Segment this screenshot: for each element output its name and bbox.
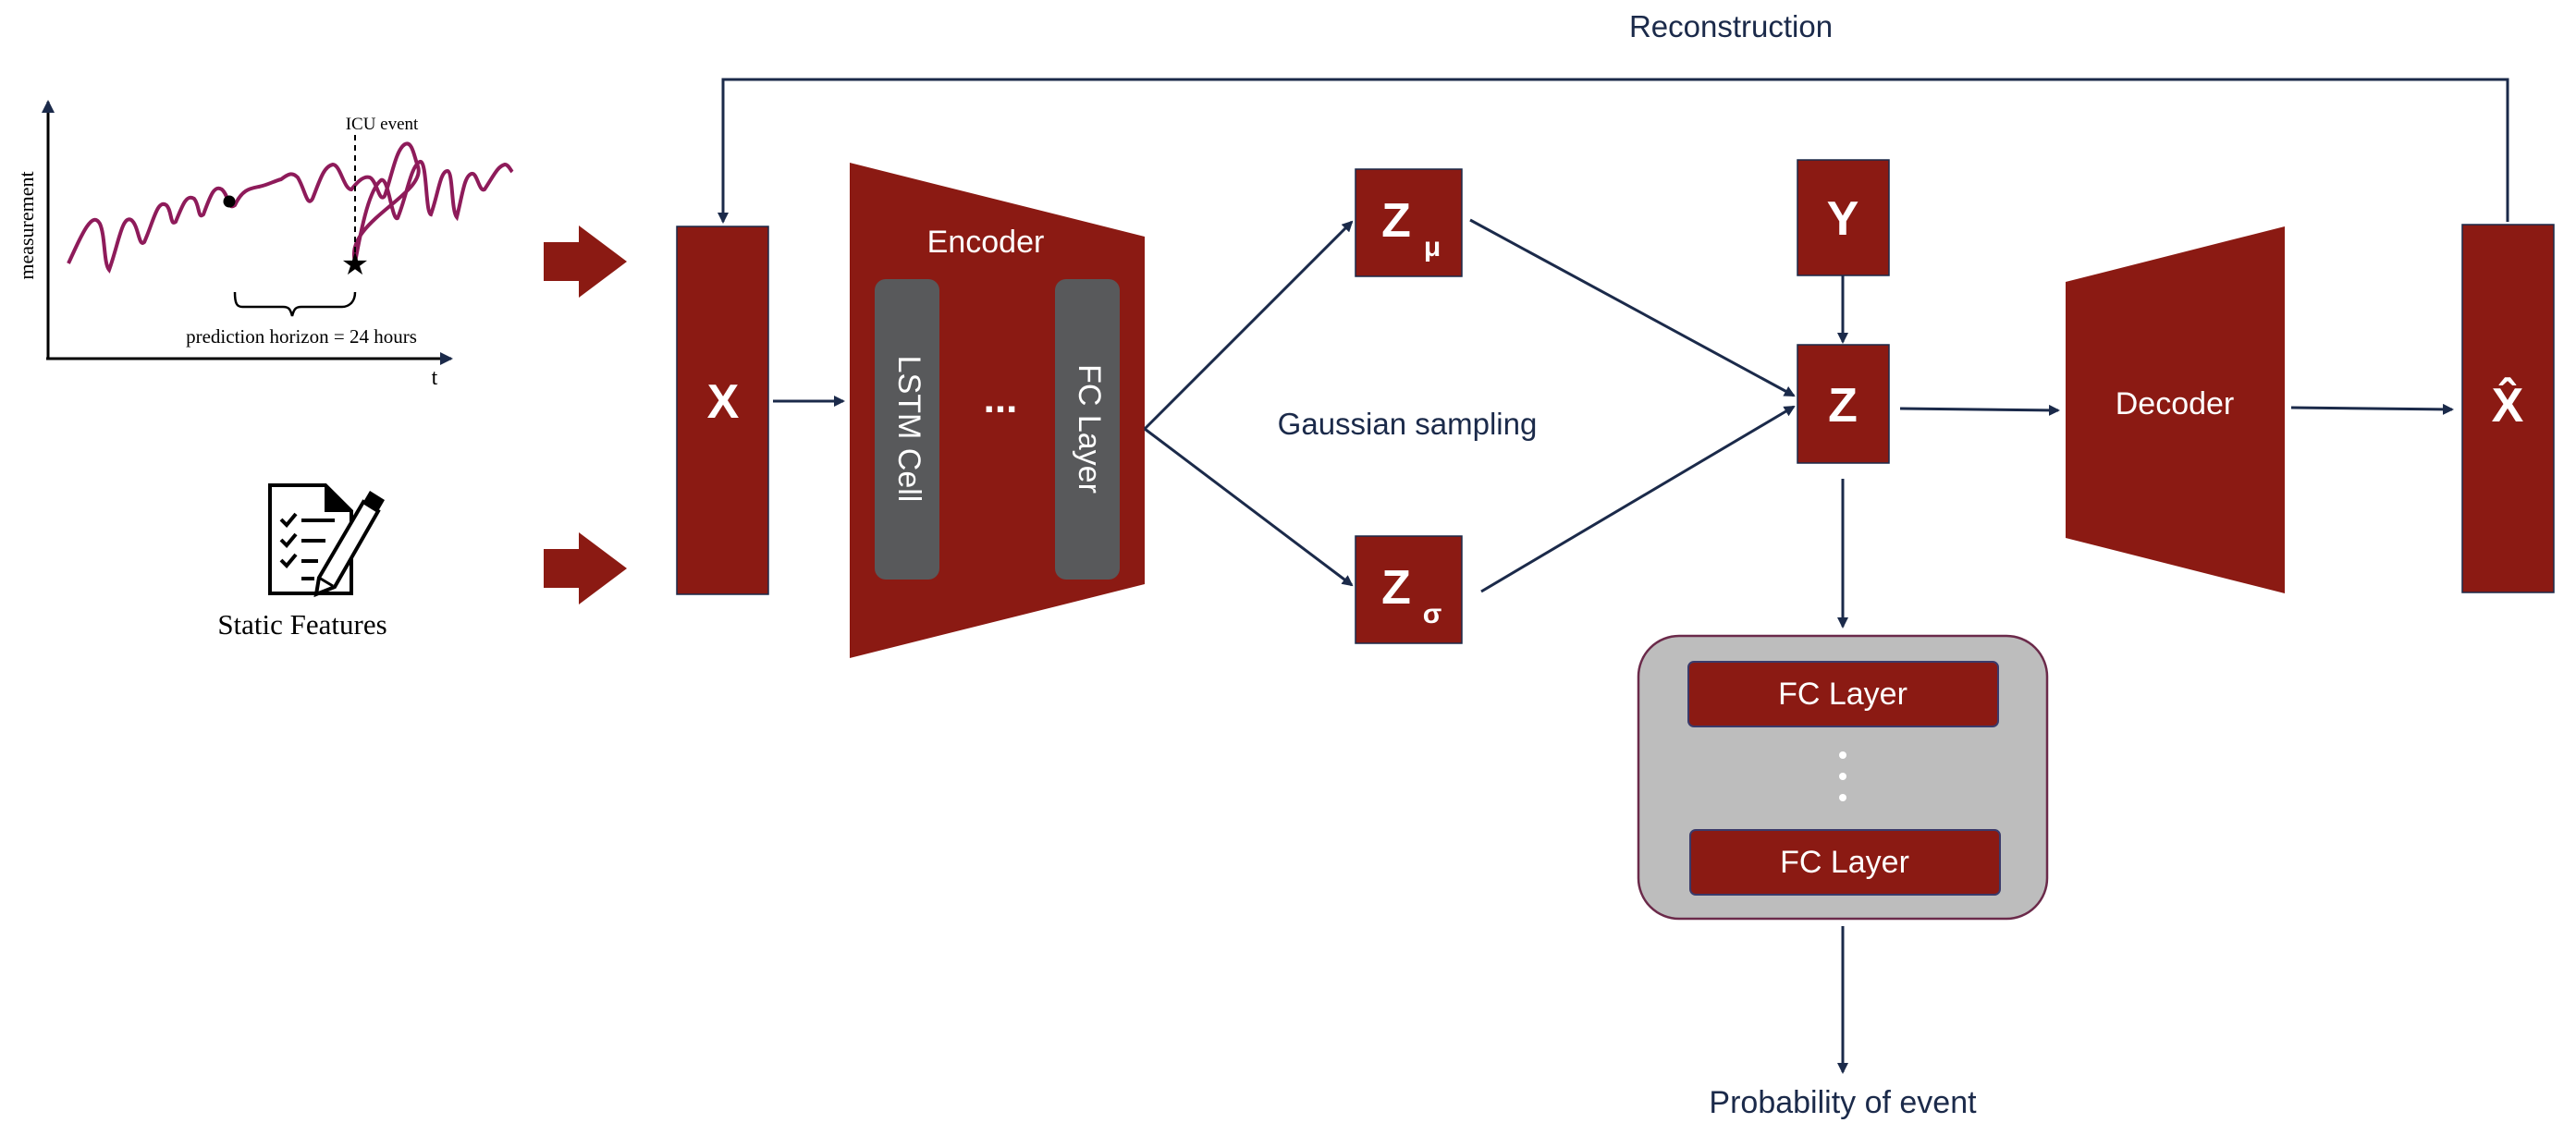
gaussian-sampling-label: Gaussian sampling xyxy=(1278,407,1538,441)
output-x-hat-block xyxy=(2461,224,2555,593)
z-mu-block xyxy=(1355,168,1463,277)
classifier-fc-layer-bottom xyxy=(1689,829,2001,896)
time-series-input-arrow xyxy=(544,226,627,298)
static-features-label: Static Features xyxy=(217,608,386,641)
y-axis-label: measurement xyxy=(15,171,38,279)
z-mu-main: Z xyxy=(1381,194,1411,248)
x-axis-label: t xyxy=(432,366,438,390)
horizon-label: prediction horizon = 24 hours xyxy=(186,325,417,348)
z-mu-subscript: μ xyxy=(1424,232,1441,262)
static-input-arrow xyxy=(544,532,627,604)
encoder-title: Encoder xyxy=(927,225,1045,260)
y-block xyxy=(1797,159,1890,276)
lstm-cell-label: LSTM Cell xyxy=(891,356,926,503)
current-time-marker xyxy=(223,195,236,208)
inset-plot: ★ ICU event prediction horizon = 24 hour… xyxy=(15,100,514,390)
z-label: Z xyxy=(1828,379,1858,433)
event-star: ★ xyxy=(341,248,369,282)
reconstruction-loop-arrow xyxy=(718,78,2509,224)
encoder-ellipsis: ... xyxy=(984,376,1018,421)
z-sigma-label: Z xyxy=(1381,561,1411,615)
z-sigma-subscript: σ xyxy=(1423,599,1442,629)
clipboard-icon xyxy=(268,483,385,598)
output-x-hat-label: X̂ xyxy=(2492,377,2524,433)
z-mu-label: Z xyxy=(1381,194,1411,248)
classifier-fc-top-label: FC Layer xyxy=(1778,677,1907,712)
y-label: Y xyxy=(1827,192,1859,246)
horizon-brace xyxy=(233,291,357,317)
encoder-fc-layer-block xyxy=(1055,279,1120,580)
decoder-trapezoid xyxy=(2066,226,2285,593)
encoder-fc-layer-label: FC Layer xyxy=(1072,364,1107,494)
decoder-label: Decoder xyxy=(2116,386,2235,421)
z-sigma-main: Z xyxy=(1381,561,1411,615)
input-x-block xyxy=(676,226,769,595)
probability-of-event-label: Probability of event xyxy=(1709,1085,1977,1120)
classifier-vertical-ellipsis xyxy=(1839,751,1846,801)
event-label: ICU event xyxy=(346,115,419,134)
z-sigma-block xyxy=(1355,535,1463,644)
classifier-fc-bottom-label: FC Layer xyxy=(1780,845,1909,880)
lstm-cell-block xyxy=(875,279,939,580)
classifier-fc-layer-top xyxy=(1687,661,1999,727)
input-x-label: X xyxy=(707,375,740,429)
z-block xyxy=(1797,344,1890,464)
measurement-curve xyxy=(67,141,514,274)
reconstruction-label: Reconstruction xyxy=(1629,9,1833,43)
